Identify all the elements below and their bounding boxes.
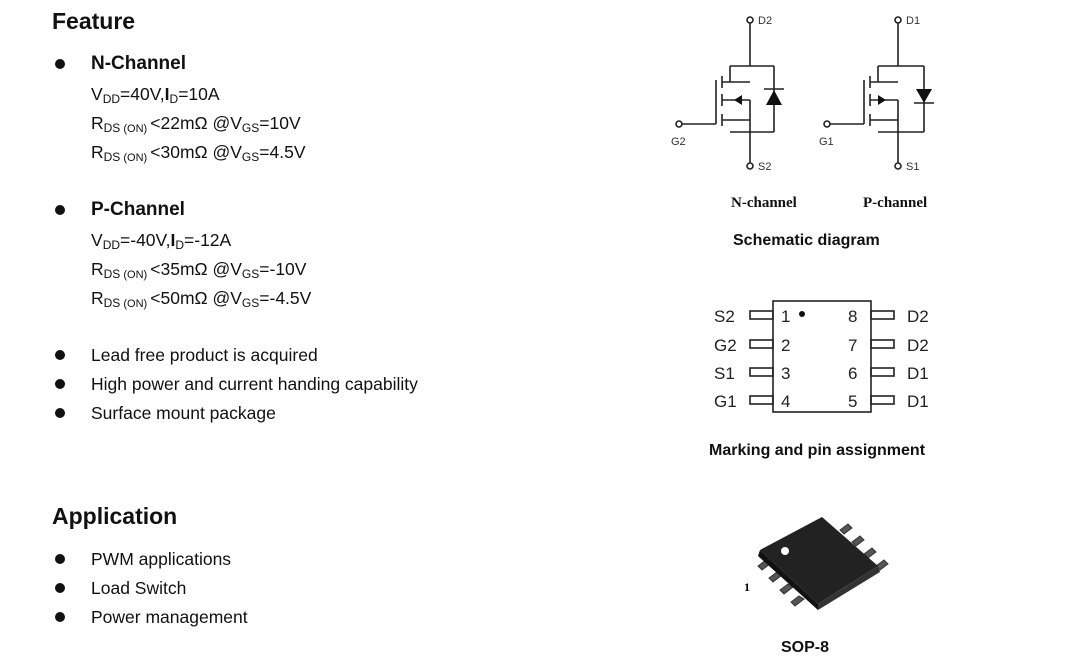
pin-name: D1 <box>907 392 929 411</box>
pin1-label: 1 <box>744 580 750 594</box>
pin-name: S1 <box>714 364 735 383</box>
bullet <box>55 612 65 622</box>
n-channel-rds-10v: RDS (ON) <22mΩ @VGS=10V <box>91 113 301 135</box>
pin-number: 6 <box>848 364 857 383</box>
schematic-caption: Schematic diagram <box>733 232 880 249</box>
pin-number: 5 <box>848 392 857 411</box>
n-channel-rds-4-5v: RDS (ON) <30mΩ @VGS=4.5V <box>91 142 306 164</box>
pinout-caption: Marking and pin assignment <box>709 442 926 459</box>
p-drain-label: D1 <box>906 15 920 27</box>
n-diode-icon <box>766 90 782 105</box>
pin-number: 2 <box>781 336 790 355</box>
feature-item: Surface mount package <box>91 403 276 423</box>
package-caption: SOP-8 <box>781 639 830 656</box>
feature-item: Lead free product is acquired <box>91 345 318 365</box>
package-body <box>772 300 872 413</box>
pin-name: G2 <box>714 336 737 355</box>
n-source-label: S2 <box>758 161 771 173</box>
p-channel-rds-4-5v: RDS (ON) <50mΩ @VGS=-4.5V <box>91 288 312 310</box>
p-channel-label: P-Channel <box>91 199 185 220</box>
p-source-label: S1 <box>906 161 919 173</box>
n-arrow-icon <box>734 95 742 105</box>
application-item: Power management <box>91 607 248 627</box>
p-arrow-icon <box>878 95 886 105</box>
bullet <box>55 350 65 360</box>
pin-name: D2 <box>907 336 929 355</box>
pin-number: 8 <box>848 307 857 326</box>
pin-number: 7 <box>848 336 857 355</box>
n-gate-label: G2 <box>671 136 686 148</box>
bullet-n-channel <box>55 59 65 69</box>
pin-number: 3 <box>781 364 790 383</box>
bullet <box>55 554 65 564</box>
feature-heading: Feature <box>52 8 136 34</box>
n-drain-label: D2 <box>758 15 772 27</box>
n-channel-caption: N-channel <box>731 195 797 211</box>
bullet <box>55 408 65 418</box>
application-item: PWM applications <box>91 549 232 569</box>
p-channel-caption: P-channel <box>863 195 928 211</box>
n-channel-vdd-id: VDD=40V,ID=10A <box>91 84 220 106</box>
feature-item: High power and current handing capabilit… <box>91 374 418 394</box>
pin-name: S2 <box>714 307 735 326</box>
pin1-dot-icon <box>799 311 805 317</box>
p-gate-label: G1 <box>819 136 834 148</box>
pin1-marker-icon <box>781 547 789 555</box>
pin-number: 1 <box>781 307 790 326</box>
pin-name: G1 <box>714 392 737 411</box>
application-item: Load Switch <box>91 578 187 598</box>
pin-name: D1 <box>907 364 929 383</box>
n-channel-label: N-Channel <box>91 53 186 74</box>
pin-number: 4 <box>781 392 790 411</box>
p-diode-icon <box>916 89 932 103</box>
package-top <box>760 517 878 604</box>
p-channel-rds-10v: RDS (ON) <35mΩ @VGS=-10V <box>91 259 307 281</box>
pin-name: D2 <box>907 307 929 326</box>
application-heading: Application <box>52 503 178 529</box>
p-channel-vdd-id: VDD=-40V,ID=-12A <box>91 230 232 252</box>
bullet <box>55 583 65 593</box>
bullet-p-channel <box>55 205 65 215</box>
bullet <box>55 379 65 389</box>
